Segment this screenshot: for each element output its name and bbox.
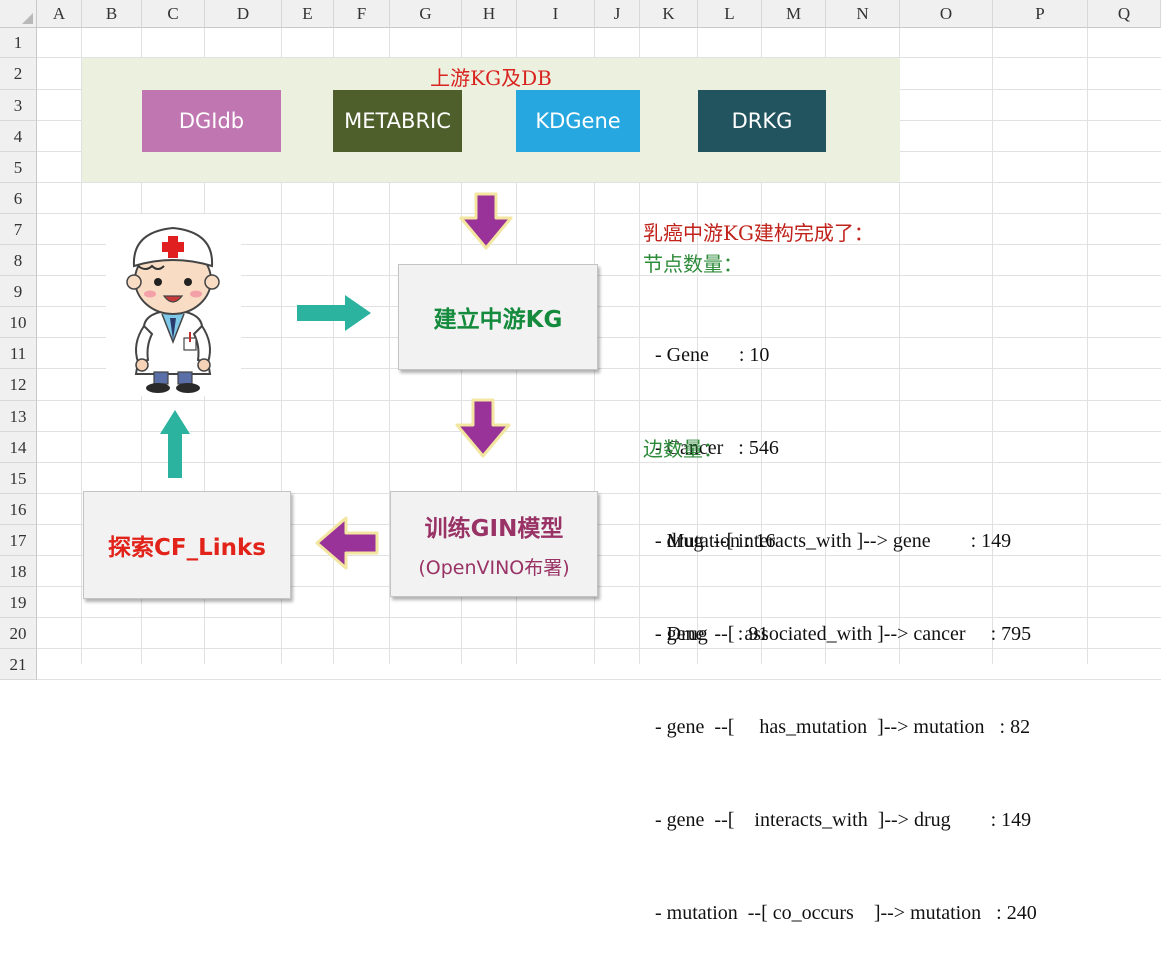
row-header-7[interactable]: 7 — [0, 214, 37, 245]
openvino-deploy-label: (OpenVINO布署) — [418, 556, 570, 579]
source-metabric: METABRIC — [333, 90, 462, 152]
edge-count-title: 边数量： — [643, 437, 723, 461]
row-header-14[interactable]: 14 — [0, 432, 37, 463]
upstream-title: 上游KG及DB — [430, 66, 552, 90]
arrow-down-to-train-icon — [455, 398, 511, 458]
row-header-10[interactable]: 10 — [0, 307, 37, 338]
train-gin-model-label: 训练GIN模型 — [424, 515, 564, 542]
column-header-f[interactable]: F — [334, 0, 390, 28]
column-header-h[interactable]: H — [462, 0, 517, 28]
node-count-mutation: - Mutation : 16 — [650, 530, 776, 552]
source-dgidb: DGIdb — [142, 90, 281, 152]
row-header-8[interactable]: 8 — [0, 245, 37, 276]
doctor-icon — [106, 214, 241, 396]
row-header-4[interactable]: 4 — [0, 121, 37, 152]
train-gin-model-box: 训练GIN模型 (OpenVINO布署) — [390, 491, 598, 597]
node-count-gene: - Gene : 10 — [650, 344, 770, 366]
row-header-19[interactable]: 19 — [0, 587, 37, 618]
column-header-q[interactable]: Q — [1088, 0, 1161, 28]
row-header-2[interactable]: 2 — [0, 58, 37, 90]
row-header-6[interactable]: 6 — [0, 183, 37, 214]
row-header-20[interactable]: 20 — [0, 618, 37, 649]
row-header-5[interactable]: 5 — [0, 152, 37, 183]
arrow-down-to-build-icon — [459, 192, 513, 250]
column-header-a[interactable]: A — [37, 0, 82, 28]
column-header-i[interactable]: I — [517, 0, 595, 28]
row-header-17[interactable]: 17 — [0, 525, 37, 556]
explore-cf-links-box: 探索CF_Links — [83, 491, 291, 599]
row-header-15[interactable]: 15 — [0, 463, 37, 494]
source-drkg: DRKG — [698, 90, 826, 152]
column-header-d[interactable]: D — [205, 0, 282, 28]
row-header-18[interactable]: 18 — [0, 556, 37, 587]
column-header-c[interactable]: C — [142, 0, 205, 28]
row-header-9[interactable]: 9 — [0, 276, 37, 307]
node-count-title: 节点数量： — [643, 252, 743, 276]
source-kdgene: KDGene — [516, 90, 640, 152]
row-header-13[interactable]: 13 — [0, 401, 37, 432]
node-count-drug: - Drug : 91 — [650, 623, 769, 645]
kg-complete-title: 乳癌中游KG建构完成了： — [643, 221, 874, 245]
column-header-b[interactable]: B — [82, 0, 142, 28]
row-header-21[interactable]: 21 — [0, 649, 37, 680]
column-header-n[interactable]: N — [826, 0, 900, 28]
column-header-o[interactable]: O — [900, 0, 993, 28]
column-header-j[interactable]: J — [595, 0, 640, 28]
node-count-list: - Gene : 10 - Cancer : 546 - Mutation : … — [650, 278, 779, 681]
row-header-1[interactable]: 1 — [0, 28, 37, 58]
edge-count-gene-drug: - gene --[ interacts_with ]--> drug : 14… — [650, 809, 1032, 831]
arrow-up-to-doctor-icon — [160, 410, 190, 478]
column-header-e[interactable]: E — [282, 0, 334, 28]
select-all-corner[interactable] — [0, 0, 37, 28]
row-header-12[interactable]: 12 — [0, 369, 37, 401]
node-count-cancer: - Cancer : 546 — [650, 437, 779, 459]
column-header-k[interactable]: K — [640, 0, 698, 28]
column-header-g[interactable]: G — [390, 0, 462, 28]
arrow-left-to-explore-icon — [315, 516, 379, 570]
edge-count-drug-gene: - drug --[ interacts_with ]--> gene : 14… — [650, 530, 1012, 552]
row-header-16[interactable]: 16 — [0, 494, 37, 525]
edge-count-gene-cancer: - gene --[ associated_with ]--> cancer :… — [650, 623, 1032, 645]
explore-cf-links-label: 探索CF_Links — [108, 535, 266, 561]
column-header-m[interactable]: M — [762, 0, 826, 28]
row-header-11[interactable]: 11 — [0, 338, 37, 369]
row-header-3[interactable]: 3 — [0, 90, 37, 121]
column-header-p[interactable]: P — [993, 0, 1088, 28]
edge-count-gene-mutation: - gene --[ has_mutation ]--> mutation : … — [650, 716, 1031, 738]
edge-count-mutation-mutation: - mutation --[ co_occurs ]--> mutation :… — [650, 902, 1037, 924]
build-midstream-kg-label: 建立中游KG — [433, 307, 563, 333]
arrow-right-to-build-icon — [297, 295, 371, 331]
build-midstream-kg-box: 建立中游KG — [398, 264, 598, 370]
column-header-l[interactable]: L — [698, 0, 762, 28]
edge-count-list: - drug --[ interacts_with ]--> gene : 14… — [650, 464, 1037, 960]
